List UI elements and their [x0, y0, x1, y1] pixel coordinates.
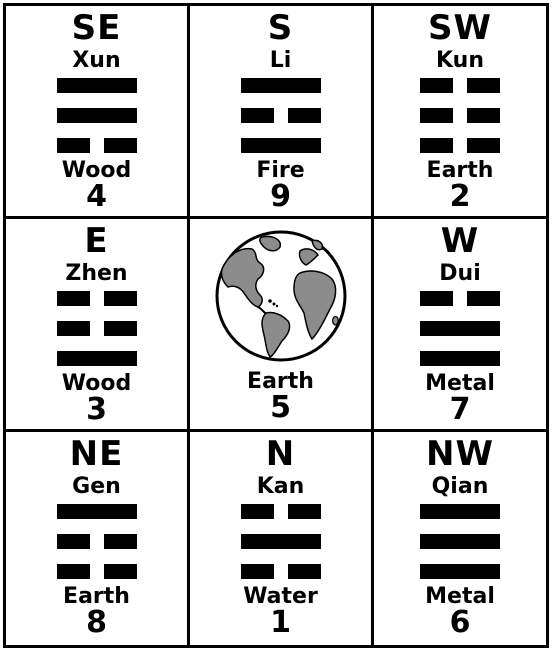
broken-line	[241, 504, 321, 519]
number-label: 7	[374, 393, 546, 427]
direction-label: S	[190, 10, 371, 46]
broken-line	[241, 564, 321, 579]
number-label: 9	[190, 180, 371, 214]
solid-line	[57, 351, 137, 366]
solid-line	[57, 78, 137, 93]
direction-label: N	[190, 436, 371, 472]
direction-label: W	[374, 223, 546, 259]
solid-line	[420, 351, 500, 366]
solid-line	[241, 534, 321, 549]
direction-label: NE	[6, 436, 187, 472]
trigram-name: Li	[190, 48, 371, 74]
broken-line	[57, 564, 137, 579]
number-label: 4	[6, 180, 187, 214]
cell-northeast: NE Gen Earth 8	[6, 432, 190, 645]
solid-line	[241, 138, 321, 153]
solid-line	[420, 321, 500, 336]
direction-label: E	[6, 223, 187, 259]
broken-line	[57, 321, 137, 336]
trigram-symbol	[420, 291, 500, 367]
trigram-symbol	[57, 78, 137, 154]
direction-label: SW	[374, 10, 546, 46]
broken-line	[241, 108, 321, 123]
broken-line	[420, 291, 500, 306]
cell-southwest: SW Kun Earth 2	[374, 6, 546, 219]
trigram-name: Kun	[374, 48, 546, 74]
trigram-name: Qian	[374, 474, 546, 500]
number-label: 2	[374, 180, 546, 214]
trigram-symbol	[241, 78, 321, 154]
broken-line	[420, 108, 500, 123]
broken-line	[57, 291, 137, 306]
broken-line	[420, 138, 500, 153]
cell-west: W Dui Metal 7	[374, 219, 546, 432]
bagua-grid: SE Xun Wood 4 S Li Fire 9 SW Kun Earth 2…	[3, 3, 549, 648]
trigram-name: Kan	[190, 474, 371, 500]
direction-label: NW	[374, 436, 546, 472]
number-label: 1	[190, 606, 371, 640]
broken-line	[420, 78, 500, 93]
solid-line	[420, 564, 500, 579]
cell-southeast: SE Xun Wood 4	[6, 6, 190, 219]
globe-icon	[214, 229, 348, 363]
direction-label: SE	[6, 10, 187, 46]
trigram-symbol	[420, 78, 500, 154]
cell-northwest: NW Qian Metal 6	[374, 432, 546, 645]
number-label: 3	[6, 393, 187, 427]
trigram-symbol	[57, 291, 137, 367]
broken-line	[57, 138, 137, 153]
trigram-name: Zhen	[6, 261, 187, 287]
trigram-name: Dui	[374, 261, 546, 287]
trigram-symbol	[57, 504, 137, 580]
trigram-name: Xun	[6, 48, 187, 74]
number-label: 5	[190, 391, 371, 425]
trigram-name: Gen	[6, 474, 187, 500]
trigram-symbol	[241, 504, 321, 580]
cell-center: Earth 5	[190, 219, 374, 432]
solid-line	[57, 108, 137, 123]
cell-south: S Li Fire 9	[190, 6, 374, 219]
trigram-symbol	[420, 504, 500, 580]
broken-line	[57, 534, 137, 549]
number-label: 6	[374, 606, 546, 640]
solid-line	[57, 504, 137, 519]
solid-line	[420, 504, 500, 519]
solid-line	[241, 78, 321, 93]
solid-line	[420, 534, 500, 549]
cell-east: E Zhen Wood 3	[6, 219, 190, 432]
cell-north: N Kan Water 1	[190, 432, 374, 645]
number-label: 8	[6, 606, 187, 640]
